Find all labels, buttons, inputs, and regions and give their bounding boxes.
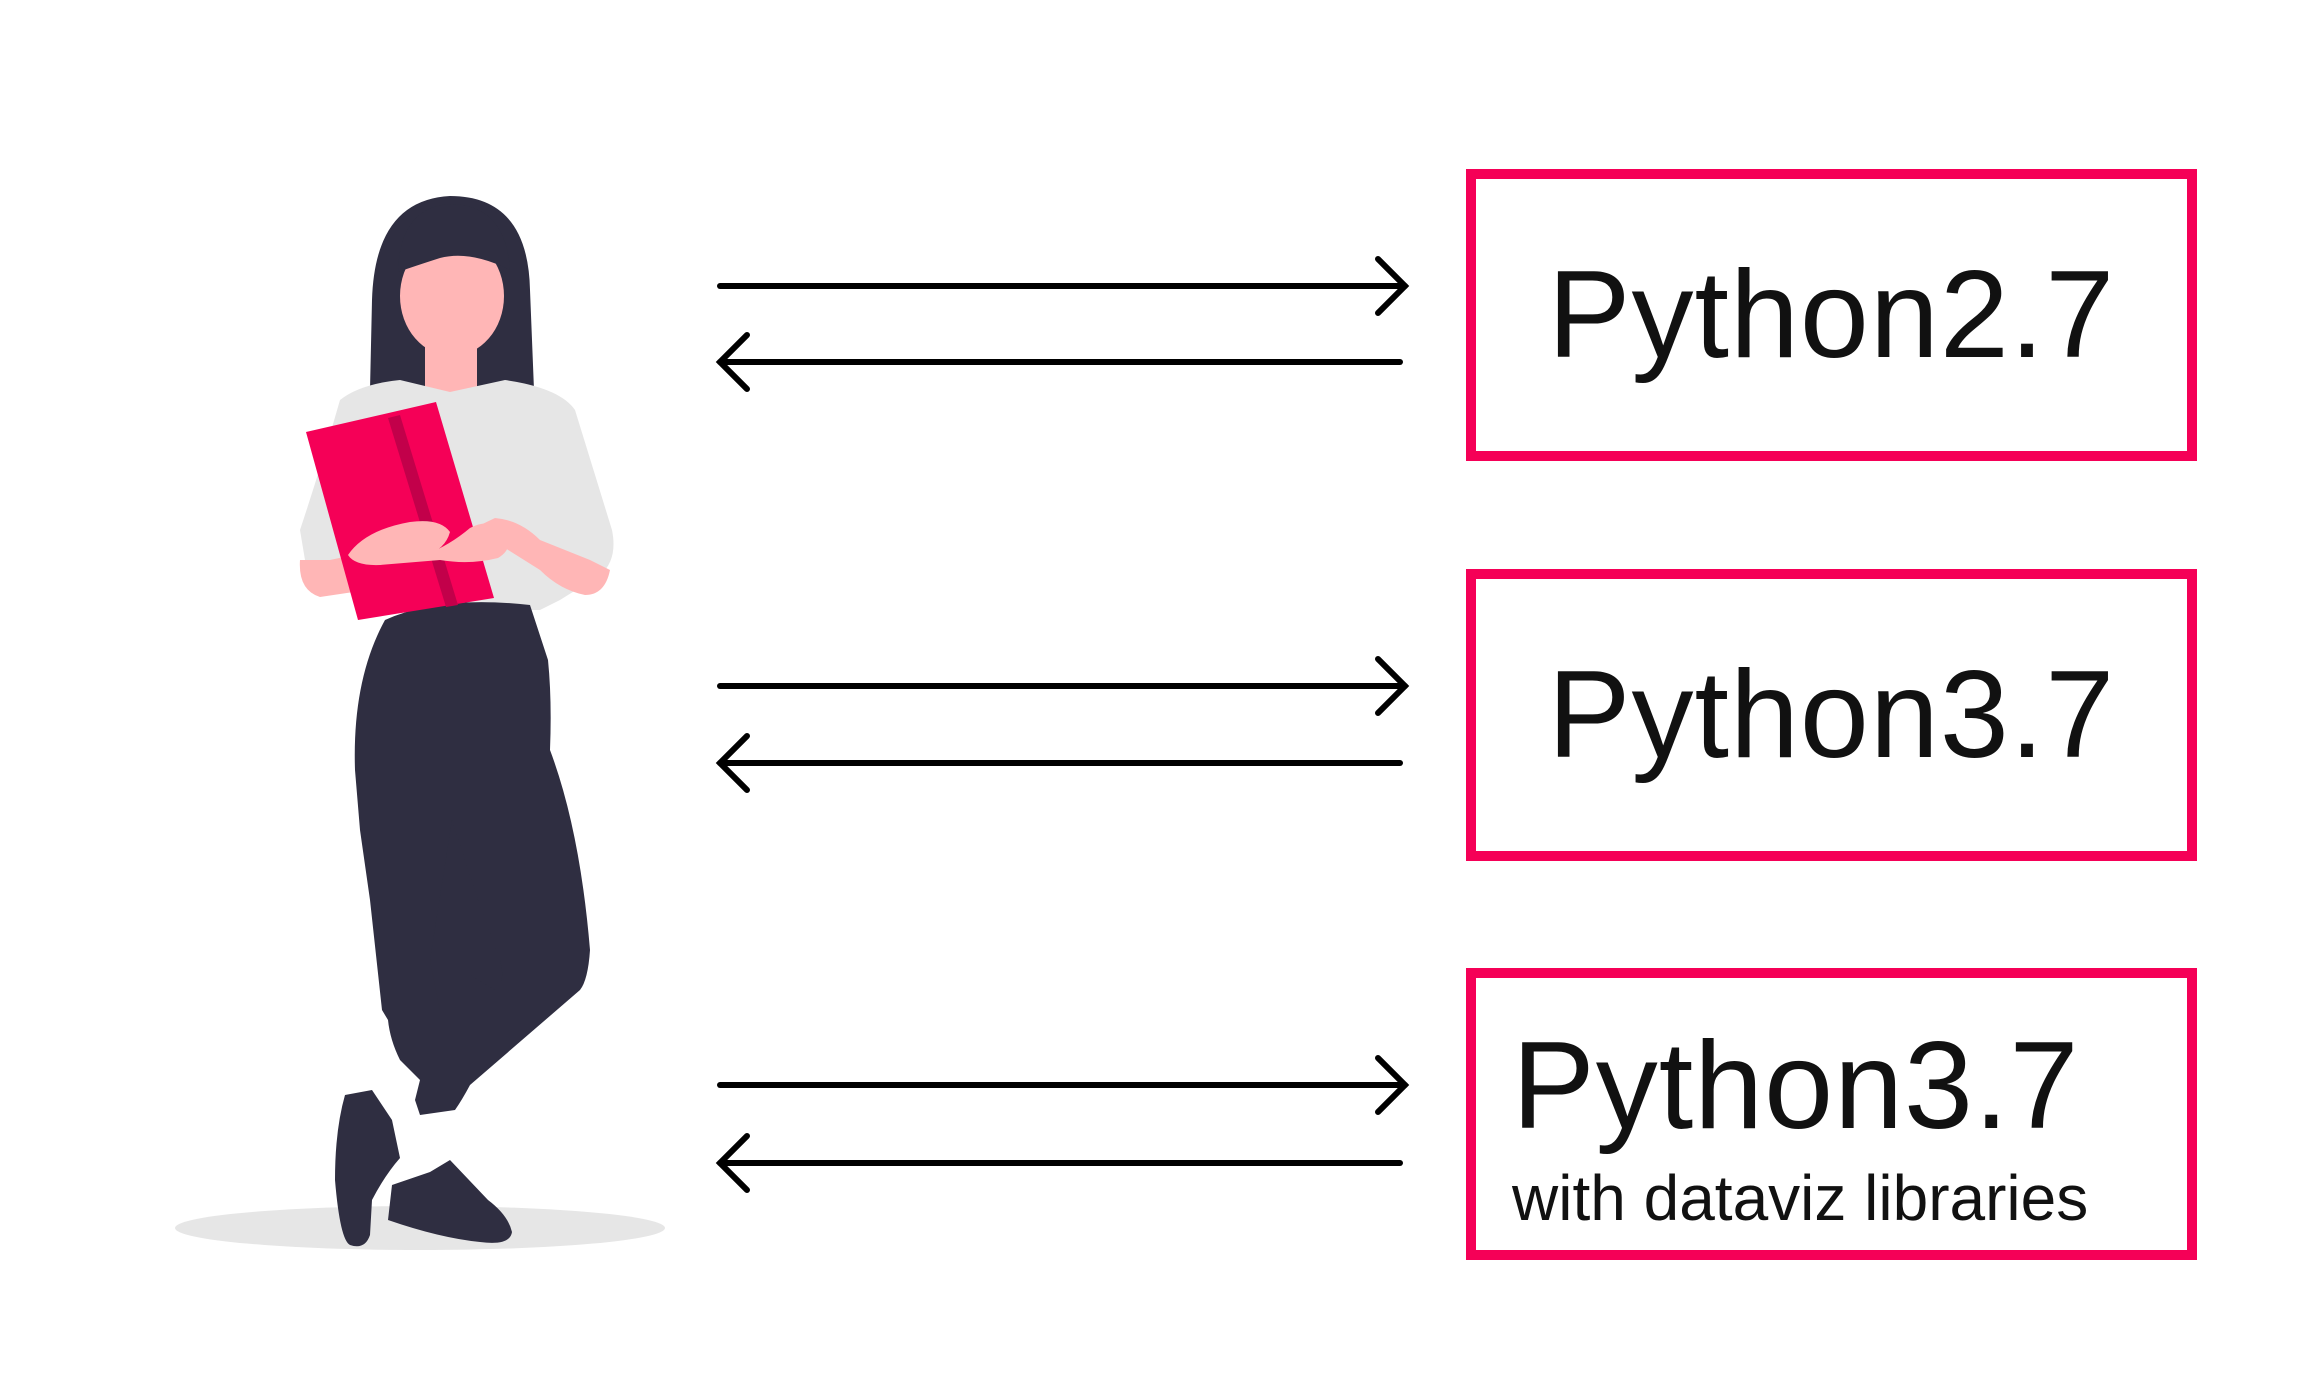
face xyxy=(400,236,504,356)
hands xyxy=(348,521,509,566)
book xyxy=(306,402,494,620)
environment-subtitle: with dataviz libraries xyxy=(1512,1162,2089,1234)
environment-title: Python3.7 xyxy=(1512,1017,2080,1155)
environment-box-python27: Python2.7 xyxy=(1466,169,2197,461)
arrow-left-3 xyxy=(715,1133,1403,1193)
arrow-left-1 xyxy=(715,332,1403,392)
pants xyxy=(354,602,590,1115)
back-leg xyxy=(430,820,503,1010)
environment-box-python37: Python3.7 xyxy=(1466,569,2197,861)
arrow-pair-1 xyxy=(715,256,1410,392)
environment-title: Python3.7 xyxy=(1547,646,2116,784)
environment-title: Python2.7 xyxy=(1547,246,2116,384)
arrow-right-3 xyxy=(717,1055,1410,1115)
arrow-pair-3 xyxy=(715,1055,1410,1193)
environment-box-python37-dataviz: Python3.7 with dataviz libraries xyxy=(1466,968,2197,1260)
right-shoe xyxy=(388,1160,512,1243)
left-shoe xyxy=(335,1090,400,1247)
arrow-right-1 xyxy=(717,256,1410,316)
arrow-left-2 xyxy=(715,733,1403,793)
arrow-pair-2 xyxy=(715,656,1410,793)
woman-holding-book-icon xyxy=(175,196,665,1250)
hair-fringe xyxy=(398,204,510,272)
arrow-right-2 xyxy=(717,656,1410,716)
